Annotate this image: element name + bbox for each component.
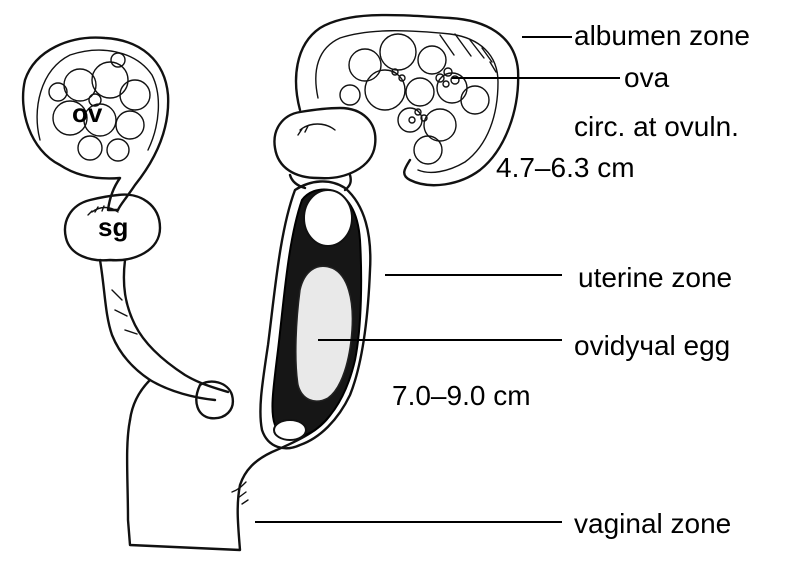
label-circ-range: 4.7–6.3 cm xyxy=(496,154,635,182)
label-egg-range: 7.0–9.0 cm xyxy=(392,382,531,410)
left-oviduct xyxy=(100,260,233,418)
label-ov: ov xyxy=(72,100,102,126)
label-vaginal-zone: vaginal zone xyxy=(574,510,731,538)
uterine-zone xyxy=(260,181,370,448)
label-uterine-zone: uterine zone xyxy=(578,264,732,292)
label-sg: sg xyxy=(98,214,128,240)
label-circ-at-ovuln: circ. at ovuln. xyxy=(574,113,739,141)
label-oviducal-egg: ovidучal egg xyxy=(574,332,730,360)
label-ova: ova xyxy=(624,64,669,92)
right-ovary-albumen-zone xyxy=(296,15,518,185)
right-shell-gland xyxy=(274,108,375,190)
label-albumen-zone: albumen zone xyxy=(574,22,750,50)
oviducal-egg-cap xyxy=(304,190,352,246)
